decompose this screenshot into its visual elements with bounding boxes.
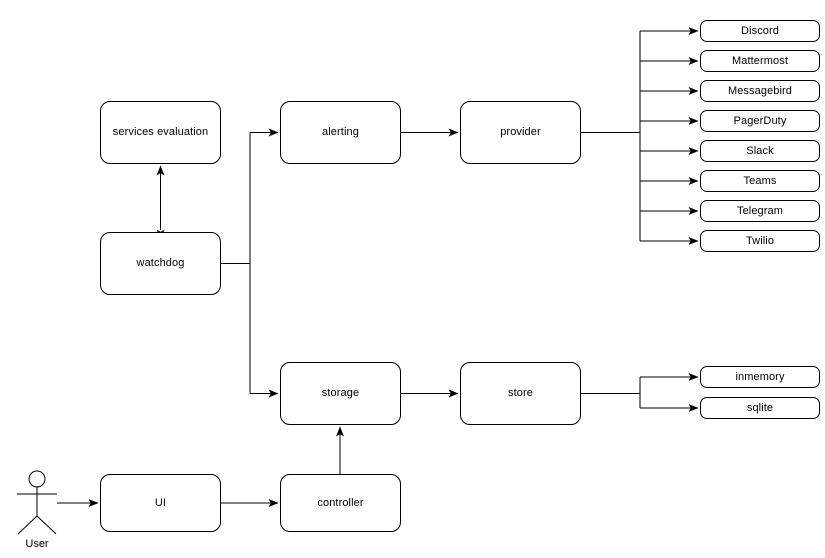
node-provider-teams[interactable]: Teams	[700, 170, 820, 192]
node-provider-mattermost[interactable]: Mattermost	[700, 50, 820, 72]
node-store-sqlite[interactable]: sqlite	[700, 397, 820, 419]
node-store[interactable]: store	[460, 362, 581, 425]
node-services-evaluation[interactable]: services evaluation	[100, 101, 221, 164]
node-label: PagerDuty	[733, 114, 787, 127]
node-watchdog[interactable]: watchdog	[100, 232, 221, 295]
node-label: Discord	[741, 24, 779, 37]
user-legs-icon	[17, 515, 57, 535]
node-storage[interactable]: storage	[280, 362, 401, 425]
node-label: Mattermost	[731, 54, 788, 67]
node-provider-slack[interactable]: Slack	[700, 140, 820, 162]
node-label: controller	[317, 496, 364, 509]
node-label: store	[508, 387, 533, 400]
user-head-icon	[28, 470, 46, 488]
user-actor-label: User	[25, 538, 49, 550]
node-label: UI	[154, 496, 167, 509]
node-alerting[interactable]: alerting	[280, 101, 401, 164]
node-provider-twilio[interactable]: Twilio	[700, 230, 820, 252]
node-store-inmemory[interactable]: inmemory	[700, 366, 820, 388]
node-label: provider	[500, 126, 541, 139]
node-label: Twilio	[745, 234, 775, 247]
node-label: alerting	[322, 126, 359, 139]
node-label: sqlite	[746, 401, 774, 414]
node-label: inmemory	[735, 370, 785, 383]
node-label: services evaluation	[112, 126, 209, 139]
node-label: storage	[321, 387, 360, 400]
node-provider-telegram[interactable]: Telegram	[700, 200, 820, 222]
node-label: Teams	[743, 174, 777, 187]
node-provider[interactable]: provider	[460, 101, 581, 164]
node-label: Messagebird	[727, 84, 793, 97]
node-controller[interactable]: controller	[280, 474, 401, 532]
node-provider-pagerduty[interactable]: PagerDuty	[700, 110, 820, 132]
node-label: watchdog	[136, 257, 185, 270]
node-label: Telegram	[736, 204, 784, 217]
node-provider-messagebird[interactable]: Messagebird	[700, 80, 820, 102]
node-label: Slack	[746, 144, 774, 157]
node-ui[interactable]: UI	[100, 474, 221, 532]
node-provider-discord[interactable]: Discord	[700, 20, 820, 42]
